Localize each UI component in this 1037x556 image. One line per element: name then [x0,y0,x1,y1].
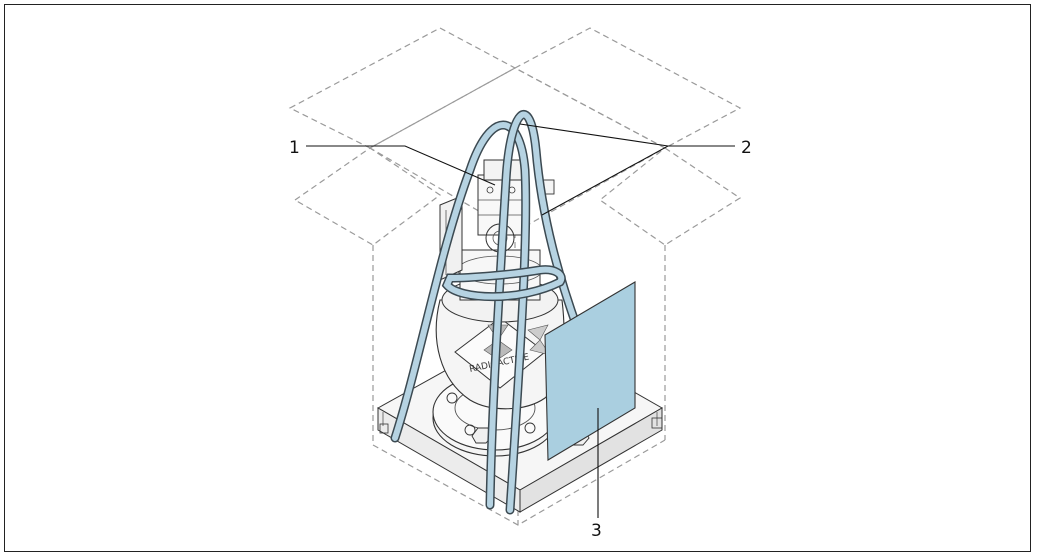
callout-3: 3 [591,521,602,541]
document-pouch-plate [544,281,636,461]
callout-1: 1 [289,138,300,158]
transport-straps [390,110,583,515]
callout-leaders [306,123,735,518]
callout-2: 2 [741,138,752,158]
